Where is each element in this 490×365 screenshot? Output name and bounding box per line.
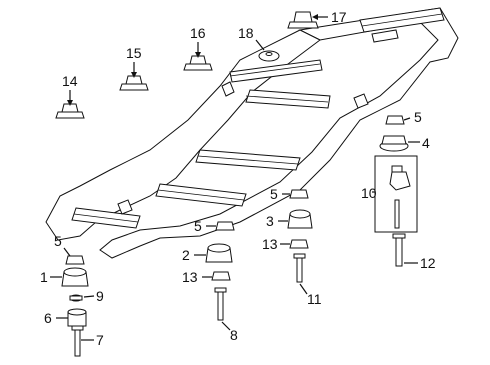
leader-lines bbox=[50, 14, 420, 341]
callout-5-right-top: 5 bbox=[414, 109, 422, 125]
part-10-bolt bbox=[214, 287, 227, 321]
part-13-washer-right bbox=[289, 239, 309, 249]
part-5-nut-mid-right bbox=[289, 189, 309, 199]
callout-13-right: 13 bbox=[262, 236, 278, 252]
callout-7: 9 bbox=[96, 288, 104, 304]
callout-8: 10 bbox=[361, 185, 377, 201]
part-4-mount-pad bbox=[379, 135, 409, 152]
part-6-bushing bbox=[67, 308, 87, 327]
callout-5-mid-right: 5 bbox=[270, 186, 278, 202]
frame-detail-lines bbox=[73, 13, 443, 223]
part-18-washer bbox=[258, 50, 280, 62]
callout-1: 1 bbox=[40, 269, 48, 285]
part-5-nut-right-top bbox=[385, 115, 405, 125]
part-2-mount bbox=[205, 243, 233, 263]
callout-labels: 14 15 16 17 18 5 4 10 12 5 3 13 11 5 2 1… bbox=[40, 9, 436, 348]
callout-17: 17 bbox=[331, 9, 347, 25]
part-3-mount bbox=[287, 209, 313, 229]
callout-16: 16 bbox=[190, 25, 206, 41]
frame-bracket-3 bbox=[117, 199, 133, 215]
frame-bracket-1 bbox=[221, 81, 235, 97]
callout-9: 7 bbox=[96, 332, 104, 348]
part-17-nut bbox=[287, 11, 319, 29]
callout-4: 4 bbox=[422, 135, 430, 151]
part-5-nut-middle bbox=[215, 221, 235, 231]
callout-5-middle: 5 bbox=[194, 218, 202, 234]
frame-bracket-2 bbox=[353, 93, 369, 109]
callout-15: 15 bbox=[126, 45, 142, 61]
part-11-bolt bbox=[293, 253, 306, 283]
part-8-kit-box bbox=[374, 155, 418, 233]
callout-2: 2 bbox=[182, 247, 190, 263]
frame-left-rail bbox=[45, 29, 321, 241]
callout-14: 14 bbox=[62, 73, 78, 89]
callout-13-middle: 13 bbox=[182, 269, 198, 285]
part-14-nut bbox=[55, 103, 85, 119]
part-7-washer bbox=[69, 294, 83, 302]
callout-18: 18 bbox=[238, 25, 254, 41]
part-16-nut bbox=[183, 55, 213, 71]
frame-bracket-4 bbox=[371, 29, 399, 43]
callout-3: 3 bbox=[266, 213, 274, 229]
callout-5-left: 5 bbox=[54, 233, 62, 249]
vehicle-frame bbox=[45, 7, 459, 259]
callout-6: 6 bbox=[44, 310, 52, 326]
part-15-nut bbox=[119, 75, 149, 91]
part-9-bolt bbox=[71, 325, 84, 357]
callout-10: 8 bbox=[230, 327, 238, 343]
callout-12: 12 bbox=[420, 255, 436, 271]
part-1-mount bbox=[61, 267, 89, 287]
frame-right-rail bbox=[99, 7, 459, 259]
callout-11: 11 bbox=[307, 291, 322, 307]
part-13-washer-middle bbox=[211, 271, 231, 281]
part-5-nut-left bbox=[65, 255, 85, 265]
part-12-bolt bbox=[392, 233, 406, 267]
frame-crossmember-3 bbox=[229, 59, 323, 83]
